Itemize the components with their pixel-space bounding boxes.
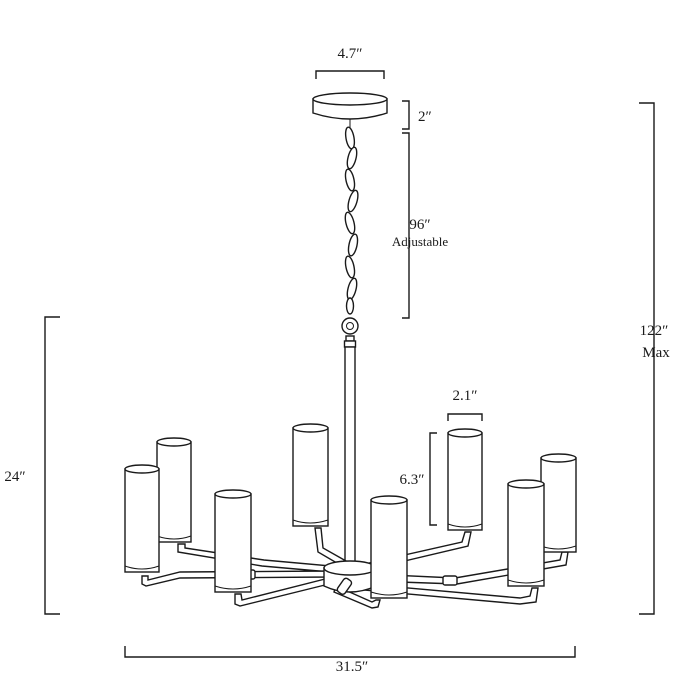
shade-height-label: 6.3″ — [400, 472, 425, 488]
fixture-height-label: 24″ — [4, 469, 25, 485]
canopy-height-label: 2″ — [418, 109, 432, 125]
shade-back-right — [447, 428, 483, 531]
overall-height-max-bracket — [639, 102, 655, 615]
chain — [344, 119, 359, 315]
canopy — [312, 92, 388, 120]
shade-far-left — [124, 464, 160, 573]
chain-note-label: Adjustable — [392, 234, 449, 249]
chain-length-bracket — [402, 132, 410, 319]
shade-front-center — [370, 495, 408, 599]
fixture-height-bracket — [44, 316, 60, 615]
canopy-width-bracket — [315, 70, 385, 79]
shade-width-label: 2.1″ — [453, 388, 478, 404]
overall-height-max-label: 122″ — [640, 323, 669, 339]
shade-far-right — [540, 453, 577, 553]
chain-length-label: 96″ — [409, 217, 430, 233]
canopy-width-label: 4.7″ — [338, 46, 363, 62]
shade-front-left — [214, 489, 252, 593]
shade-width-bracket — [447, 413, 483, 421]
overall-width-label: 31.5″ — [336, 659, 369, 675]
center-stem — [341, 317, 359, 578]
shade-height-bracket — [429, 432, 437, 526]
shade-back-left — [156, 437, 192, 543]
shade-front-right — [507, 479, 545, 587]
canopy-height-bracket — [402, 100, 410, 130]
overall-width-bracket — [124, 646, 576, 658]
overall-height-max-note: Max — [642, 345, 670, 361]
shade-back-center — [292, 423, 329, 527]
